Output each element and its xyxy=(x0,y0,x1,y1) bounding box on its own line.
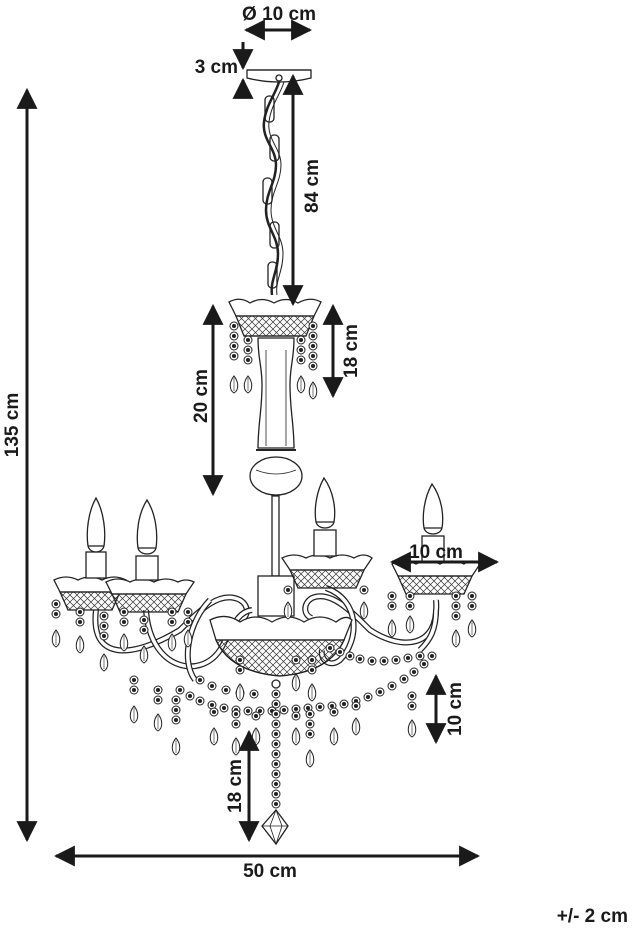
tolerance-note: +/- 2 cm xyxy=(556,906,628,927)
garland-drop-label: 10 cm xyxy=(445,682,466,736)
top-cup-drops-label: 18 cm xyxy=(341,324,362,378)
canopy-diameter-label: Ø 10 cm xyxy=(242,4,316,25)
hanging-chain xyxy=(262,81,285,296)
dimension-labels: Ø 10 cm 3 cm 84 cm 18 cm 20 cm 135 cm 10… xyxy=(2,4,466,882)
candle-cup-right-outer xyxy=(391,482,481,595)
ceiling-canopy xyxy=(246,69,312,83)
dimension-annotations xyxy=(16,19,500,867)
central-stem xyxy=(249,337,303,577)
candle-cup-left-inner xyxy=(105,498,195,613)
cup-width-label: 10 cm xyxy=(409,542,463,563)
bottom-diamond-crystal xyxy=(261,808,289,846)
top-crown-cup xyxy=(228,298,322,337)
total-height-label: 135 cm xyxy=(2,393,23,457)
bottom-drop-label: 18 cm xyxy=(225,759,246,813)
candle-cup-right-inner xyxy=(281,476,373,589)
chain-length-label: 84 cm xyxy=(302,159,323,213)
canopy-height-label: 3 cm xyxy=(195,57,238,78)
total-width-label: 50 cm xyxy=(243,861,297,882)
candle-cup-left-outer xyxy=(53,496,127,611)
stem-height-label: 20 cm xyxy=(191,369,212,423)
chandelier-illustration xyxy=(51,69,481,846)
